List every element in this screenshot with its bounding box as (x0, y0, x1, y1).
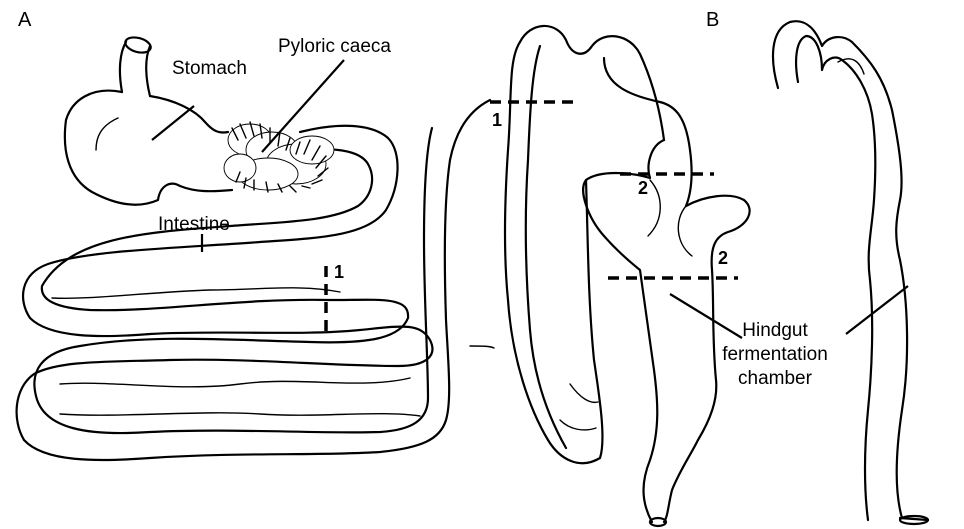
stomach-upper-wall (150, 96, 228, 133)
hindgut-fold-1 (470, 346, 494, 348)
intestine-coil-wall (52, 288, 420, 416)
chamber-lobe-left (648, 180, 660, 236)
hindgut-leader-a (670, 294, 742, 338)
hindgut-top-loop (520, 26, 664, 140)
section-number-1-intestine: 1 (334, 262, 344, 282)
stomach-leader (152, 106, 194, 140)
intestine-label: Intestine (158, 214, 230, 235)
hindgut-label-line2: fermentation (722, 344, 828, 365)
stomach-outline (65, 91, 232, 205)
panel-b-anus-tube (900, 518, 928, 520)
stomach-inner-fold (96, 118, 118, 150)
hindgut-left-wall (505, 42, 602, 463)
panel-a-label: A (18, 9, 32, 31)
fermentation-chamber-outline (583, 140, 749, 522)
hindgut-middle (470, 26, 750, 526)
hindgut-leader-b (846, 286, 908, 334)
pyloric-caeca-label: Pyloric caeca (278, 36, 391, 57)
section-number-2-side: 2 (718, 248, 728, 268)
oesophagus-opening (124, 35, 153, 55)
section-number-1-upper: 1 (492, 110, 502, 130)
section-number-2-upper: 2 (638, 178, 648, 198)
hindgut-inner-wall (526, 46, 566, 448)
panel-b-label: B (706, 9, 719, 31)
hindgut-label-line3: chamber (738, 368, 813, 389)
panel-b-inner-left (796, 36, 875, 520)
hindgut-label-line1: Hindgut (742, 320, 808, 341)
hindgut-fold-2 (560, 384, 598, 430)
panel-b-left-wall (773, 21, 907, 518)
stomach-label: Stomach (172, 58, 247, 79)
panel-b-gut (773, 21, 928, 524)
chamber-lobe-right (678, 206, 692, 256)
panel-a-gut (17, 35, 490, 460)
oesophagus (120, 42, 150, 96)
